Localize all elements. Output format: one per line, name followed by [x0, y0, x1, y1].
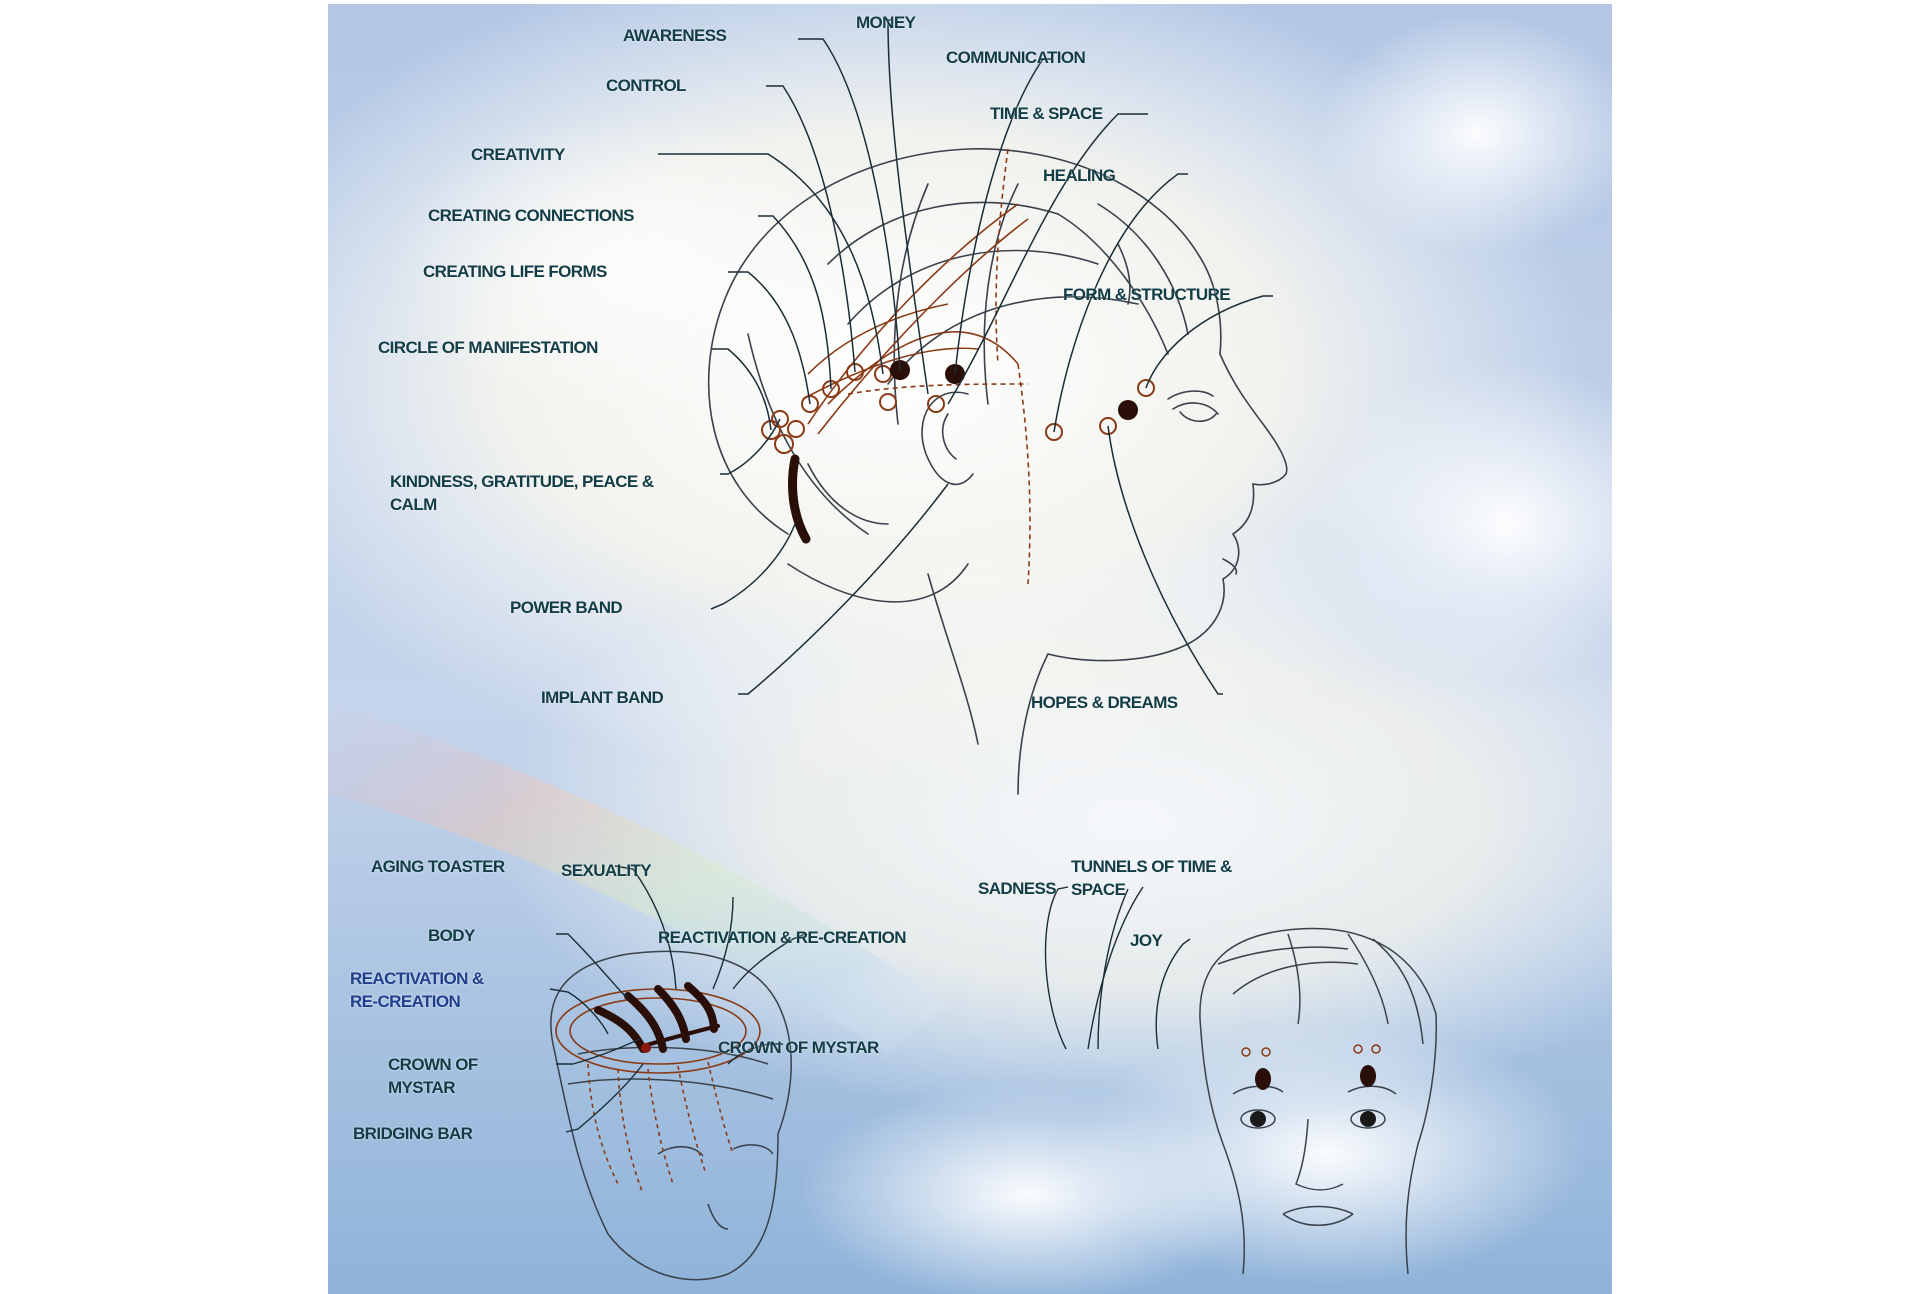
label-crown-of-mystar-left: CROWN OF MYSTAR	[388, 1055, 478, 1097]
label-awareness: AWARENESS	[623, 26, 727, 45]
crown-head-sketch	[550, 950, 792, 1281]
label-creating-connections: CREATING CONNECTIONS	[428, 206, 634, 225]
label-circle-of-manifestation: CIRCLE OF MANIFESTATION	[378, 338, 598, 357]
label-money: MONEY	[856, 13, 916, 32]
label-creating-life-forms: CREATING LIFE FORMS	[423, 262, 607, 281]
label-healing: HEALING	[1043, 166, 1116, 185]
label-kindness-gratitude: KINDNESS, GRATITUDE, PEACE & CALM	[390, 472, 654, 514]
label-control: CONTROL	[606, 76, 686, 95]
diagram-panel: AWARENESS MONEY CONTROL COMMUNICATION TI…	[328, 4, 1612, 1294]
diagram-artwork	[328, 4, 1612, 1294]
power-band-mark	[788, 454, 811, 544]
label-reactivation-left: REACTIVATION & RE-CREATION	[350, 969, 484, 1011]
crown-point	[641, 1043, 651, 1053]
crown-head-leader-lines	[549, 865, 806, 1133]
label-sadness: SADNESS	[978, 879, 1057, 898]
crown-head-bars	[594, 982, 720, 1053]
label-tunnels-of-time-space: TUNNELS OF TIME & SPACE	[1071, 857, 1232, 899]
label-hopes-dreams: HOPES & DREAMS	[1031, 693, 1178, 712]
label-body: BODY	[428, 926, 475, 945]
label-form-structure: FORM & STRUCTURE	[1063, 285, 1231, 304]
label-time-space: TIME & SPACE	[990, 104, 1103, 123]
main-head-sketch	[707, 148, 1288, 795]
label-communication: COMMUNICATION	[946, 48, 1086, 67]
label-creativity: CREATIVITY	[471, 145, 565, 164]
front-face-leader-lines	[1044, 886, 1191, 1050]
label-bridging-bar: BRIDGING BAR	[353, 1124, 473, 1143]
label-reactivation-right: REACTIVATION & RE-CREATION	[658, 928, 907, 947]
main-head-leader-lines	[658, 19, 1273, 695]
label-power-band: POWER BAND	[510, 598, 623, 617]
label-joy: JOY	[1130, 931, 1163, 950]
front-face-sketch	[1199, 927, 1438, 1275]
label-implant-band: IMPLANT BAND	[541, 688, 664, 707]
label-crown-of-mystar-right: CROWN OF MYSTAR	[718, 1038, 879, 1057]
front-face-points	[1241, 1044, 1381, 1127]
label-aging-toaster: AGING TOASTER	[371, 857, 505, 876]
sky-background	[328, 4, 1612, 1294]
main-head-copper-lines	[802, 148, 1031, 585]
label-sexuality: SEXUALITY	[561, 861, 652, 880]
